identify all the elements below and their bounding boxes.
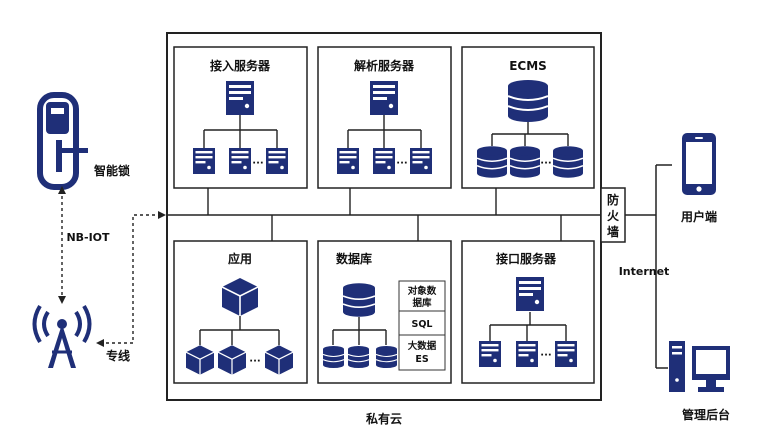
app-cube-cluster-icon bbox=[186, 278, 293, 375]
store-bigdata-line1: 大数据 bbox=[408, 340, 437, 352]
user-end-label: 用户端 bbox=[680, 209, 717, 224]
store-object-db-line1: 对象数 bbox=[408, 285, 437, 297]
access-server-cluster-icon bbox=[193, 81, 288, 174]
database-title: 数据库 bbox=[336, 251, 372, 266]
dedicated-line-label: 专线 bbox=[106, 348, 130, 363]
ecms-database-cluster-icon bbox=[477, 80, 583, 178]
access-ellipsis: ··· bbox=[252, 158, 263, 169]
store-panel bbox=[398, 280, 446, 371]
antenna-tower-icon bbox=[32, 304, 92, 368]
desktop-computer-icon bbox=[669, 341, 730, 392]
store-bigdata-line2: ES bbox=[415, 354, 428, 365]
interface-server-title: 接口服务器 bbox=[496, 251, 557, 266]
app-ellipsis: ··· bbox=[249, 356, 260, 367]
interface-ellipsis: ··· bbox=[540, 350, 551, 361]
app-title: 应用 bbox=[228, 251, 252, 266]
phone-icon bbox=[682, 133, 716, 195]
ecms-ellipsis: ··· bbox=[540, 158, 551, 169]
database-cluster-icon bbox=[323, 283, 397, 369]
admin-backend-label: 管理后台 bbox=[682, 407, 730, 422]
smart-lock-icon bbox=[37, 92, 88, 190]
interface-server-cluster-icon bbox=[479, 277, 577, 367]
firewall-label-2: 火 bbox=[607, 209, 620, 223]
parse-server-cluster-icon bbox=[337, 81, 432, 174]
ecms-title: ECMS bbox=[509, 59, 547, 73]
dedicated-line-link bbox=[100, 214, 162, 344]
private-cloud-label: 私有云 bbox=[365, 411, 402, 426]
smart-lock-label: 智能锁 bbox=[93, 163, 130, 178]
firewall-box bbox=[600, 187, 626, 243]
nb-iot-label: NB-IOT bbox=[66, 231, 110, 244]
internet-label: Internet bbox=[619, 265, 670, 278]
store-object-db-line2: 据库 bbox=[412, 297, 432, 309]
parse-ellipsis: ··· bbox=[396, 158, 407, 169]
access-server-title: 接入服务器 bbox=[210, 58, 271, 73]
firewall-label-3: 墙 bbox=[607, 224, 619, 239]
firewall-label-1: 防 bbox=[607, 192, 619, 207]
parse-server-title: 解析服务器 bbox=[354, 58, 415, 73]
store-sql: SQL bbox=[412, 319, 433, 330]
